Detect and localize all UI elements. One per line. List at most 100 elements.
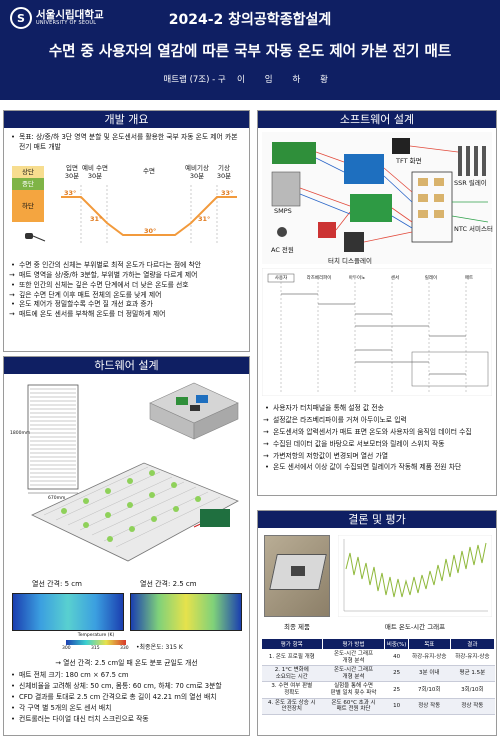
team-member: 하 [292,75,301,85]
temp-legend-title: Temperature (K) [77,633,115,638]
overview-bullet: 또한 인간의 신체는 깊은 수면 단계에서 더 낮은 온도를 선호 [9,281,245,291]
table-cell: 7회/10회 [408,681,451,699]
display-label: 터치 디스플레이 [328,257,372,265]
table-cell: 평균 1.5분 [450,665,495,683]
smps-label: SMPS [274,207,292,215]
phase-sleep: 수면 [143,167,155,175]
table-cell: 25 [384,681,409,699]
zone-top: 상단 [12,166,44,178]
table-cell: 2. 1°C 변화에 소요되는 시간 [261,665,323,683]
wire-layout [27,384,79,494]
logo-subtext: UNIVERSITY OF SEOUL [36,19,97,26]
spacing-conclusion: → 열선 간격: 2.5 cm일 때 온도 분포 균일도 개선 [55,659,198,667]
lane-label: 릴레이 [424,276,438,281]
hardware-bullet: 각 구역 별 5개의 온도 센서 배치 [9,703,245,714]
temp-label: 31° [198,215,211,223]
table-row: 4. 온도 과도 상승 시 안전장치 온도 60°C 초과 시 매트 전원 차단… [261,698,495,715]
cfd-heatmap-b [130,593,242,631]
table-cell: 3회/10회 [450,681,495,699]
software-title: 소프트웨어 설계 [258,111,496,128]
spacing-b-label: 열선 간격: 2.5 cm [140,580,197,588]
team-member: 황 [320,75,328,85]
table-cell: 정상 작동 [408,698,451,715]
hardware-bullet: 컨트롤러는 다이얼 대신 터치 스크린으로 작동 [9,714,245,725]
table-header: 목표 [407,638,451,650]
table-cell: 25 [384,665,409,683]
hardware-panel: 하드웨어 설계 1800mm 670mm [3,356,250,736]
overview-panel: 개발 개요 목표: 상/중/하 3단 영역 분할 및 온도센서를 활용한 국부 … [3,110,250,352]
dimension-vertical: 1800mm [10,431,31,436]
temperature-graph [338,535,492,617]
hardware-title: 하드웨어 설계 [4,357,249,374]
table-header: 결과 [449,638,496,650]
poster-header: S 서울시립대학교 UNIVERSITY OF SEOUL 2024-2 창의공… [0,0,500,100]
hardware-bullets: 매트 전체 크기: 180 cm × 67.5 cm 신체비율을 고려해 상체:… [9,670,245,725]
overview-bullet: 온도 제어가 정밀할수록 수면 질 개선 효과 증가 [9,300,245,310]
team-prefix: 매트랩 (7조) - 구 [163,75,226,85]
overview-bullet: 매트에 온도 센서를 부착해 온도를 더 정밀하게 제어 [9,310,245,320]
relay-label: SSR 릴레이 [454,179,487,187]
lane-label: 매트 [464,276,474,281]
sensor-icon [25,233,46,242]
table-cell: 10 [384,698,409,715]
table-cell: 3분 이내 [408,665,451,683]
software-bullet: 사용자가 터치패널을 통해 설정 값 전송 [263,403,495,415]
spacing-a-label: 열선 간격: 5 cm [32,580,82,588]
lane-label: 라즈베리파이 [306,276,332,281]
table-header: 평가 항목 [261,638,323,650]
results-panel: 결론 및 평가 최종 제품 매트 온도-시간 그래프 평가 항목 평가 방법 비… [257,510,497,736]
temp-tick: 300 [62,646,71,651]
table-row: 2. 1°C 변화에 소요되는 시간 온도-시간 그래프 개형 분석 25 3분… [261,665,495,683]
product-photo [264,535,330,617]
temp-label: 31° [90,215,103,223]
hardware-bullet: CFD 결과를 토대로 2.5 cm 간격으로 총 길이 42.21 m의 열선… [9,692,245,703]
lane-label: 사용자 [274,276,288,281]
software-bullet: 설정값은 라즈베리파이를 거쳐 아두이노로 입력 [263,415,495,427]
temperature-profile [61,185,237,243]
overview-bullet: 수면 중 인간의 신체는 부위별로 최적 온도가 다르다는 점에 착안 [9,261,245,271]
mat-render [31,462,239,562]
table-cell: 1. 온도 프로필 개형 [261,649,323,667]
results-title: 결론 및 평가 [258,511,496,528]
table-cell: 하강-유지-상승 [408,649,451,667]
circuit-diagram [262,132,492,264]
software-bullet: 온도센서와 압력센서가 매트 표면 온도와 사용자의 움직임 데이터 수집 [263,427,495,439]
temp-label: 30° [144,227,157,235]
overview-goal: 목표: 상/중/하 3단 영역 분할 및 온도센서를 활용한 국부 자동 온도 … [9,133,245,153]
logo-text: 서울시립대학교 [36,8,104,21]
software-bullet: 온도 센서에서 이상 값이 수집되면 릴레이가 작동해 제품 전원 차단 [263,462,495,474]
team-member: 이 [237,75,245,85]
zone-diagram: 상단 중단 하단 [12,166,44,222]
team-member: 임 [264,75,273,85]
phase-pre-wake: 예비기상 30분 [185,164,209,180]
table-cell: 4. 온도 과도 상승 시 안전장치 [261,698,323,715]
table-header: 평가 방법 [321,638,386,650]
max-temp-label: •최종온도: 315 K [136,644,183,651]
poster-title: 수면 중 사용자의 열감에 따른 국부 자동 온도 제어 카본 전기 매트 [48,44,452,60]
graph-caption: 매트 온도-시간 그래프 [384,623,446,631]
temp-label: 33° [221,189,234,197]
zone-bottom: 하단 [12,190,44,222]
overview-bullet: 매트 영역을 상/중/하 3분할, 부위별 가하는 열량을 다르게 제어 [9,271,245,281]
hardware-bullet: 신체비율을 고려해 상체: 50 cm, 몸통: 60 cm, 하체: 70 c… [9,681,245,692]
university-seal-icon: S [10,7,32,29]
software-bullet: 수집된 데이터 값을 바탕으로 서보모터와 릴레이 스위치 작동 [263,439,495,451]
table-cell: 온도-시간 그래프 개형 분석 [322,649,385,667]
overview-bullets: 수면 중 인간의 신체는 부위별로 최적 온도가 다르다는 점에 착안 매트 영… [9,261,245,320]
table-cell: 하강-유지-상승 [450,649,495,667]
sequence-diagram [262,268,492,396]
table-cell: 온도 60°C 초과 시 매트 전원 차단 [322,698,385,715]
phase-wake: 기상 30분 [216,164,232,180]
hardware-bullet: 매트 전체 크기: 180 cm × 67.5 cm [9,670,245,681]
enclosure-render [149,382,239,440]
table-cell: 40 [384,649,409,667]
table-cell: 3. 수면 여부 판별 정확도 [261,681,323,699]
sensor-label: NTC 서미스터 [454,225,493,233]
table-header: 비중(%) [384,638,409,650]
table-row: 3. 수면 여부 판별 정확도 실험을 통해 수면 판별 일치 횟수 파악 25… [261,681,495,699]
lane-label: 아두이노 [348,276,366,281]
temp-colorbar [66,640,126,645]
table-cell: 온도-시간 그래프 개형 분석 [322,665,385,683]
temp-label: 33° [64,189,77,197]
table-header-row: 평가 항목 평가 방법 비중(%) 목표 결과 [261,638,496,650]
